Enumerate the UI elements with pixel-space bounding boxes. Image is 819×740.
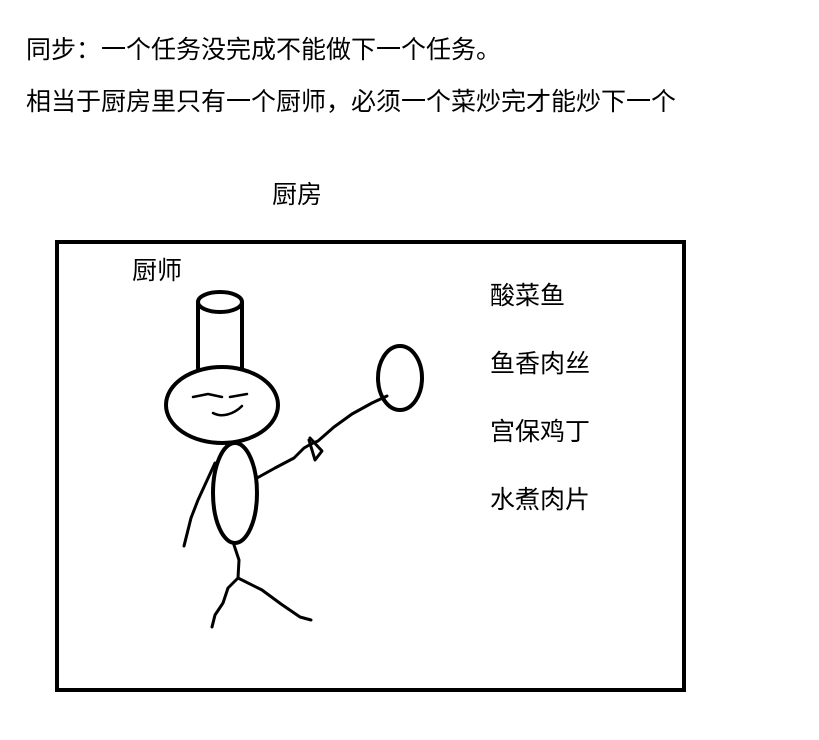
- dish-item: 水煮肉片: [490, 485, 591, 514]
- dish-item: 宫保鸡丁: [490, 417, 591, 446]
- dish-item: 鱼香肉丝: [490, 349, 591, 378]
- dish-list: 酸菜鱼 鱼香肉丝 宫保鸡丁 水煮肉片: [490, 281, 590, 553]
- intro-line-1: 同步：一个任务没完成不能做下一个任务。: [26, 35, 502, 64]
- dish-item: 酸菜鱼: [490, 281, 566, 310]
- intro-line-2: 相当于厨房里只有一个厨师，必须一个菜炒完才能炒下一个: [26, 87, 677, 116]
- kitchen-box: [55, 240, 686, 692]
- chef-label: 厨师: [132, 256, 183, 285]
- kitchen-label: 厨房: [272, 180, 323, 209]
